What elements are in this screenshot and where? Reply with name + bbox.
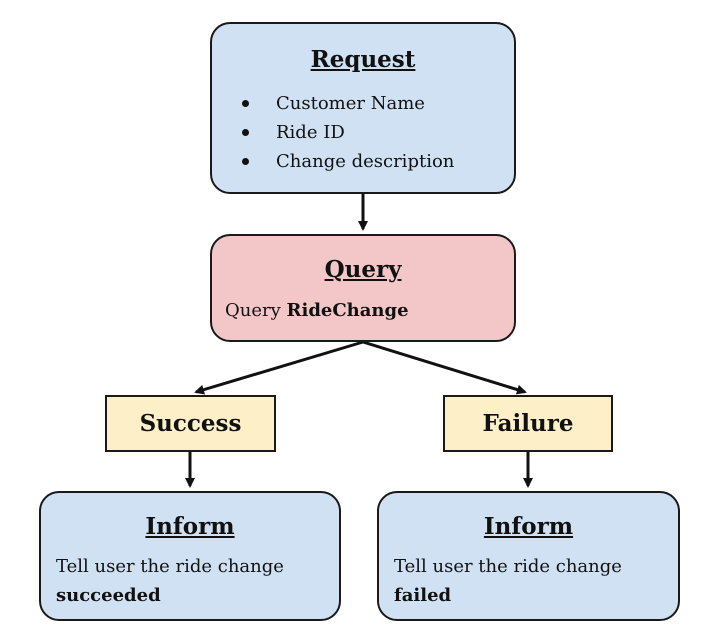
inform-failure-node: Inform Tell user the ride change failed — [377, 491, 680, 621]
request-item-change-description: Change description — [242, 147, 514, 176]
request-title: Request — [310, 46, 416, 73]
inform-failure-title: Inform — [483, 513, 574, 540]
inform-failure-outcome: failed — [394, 585, 452, 606]
request-node: Request Customer Name Ride ID Change des… — [210, 22, 516, 194]
query-prefix: Query — [225, 300, 281, 321]
query-name: RideChange — [286, 300, 409, 321]
request-item-list: Customer Name Ride ID Change description — [212, 89, 514, 176]
query-title: Query — [324, 256, 402, 283]
success-node: Success — [105, 395, 276, 452]
arrow-query-to-failure — [362, 340, 527, 395]
inform-success-text: Tell user the ride change succeeded — [56, 552, 339, 610]
inform-success-line: Tell user the ride change — [56, 556, 284, 577]
request-item-customer-name: Customer Name — [242, 89, 514, 118]
arrow-query-to-success — [194, 340, 364, 395]
inform-success-outcome: succeeded — [56, 585, 161, 606]
inform-failure-line: Tell user the ride change — [394, 556, 622, 577]
inform-success-title: Inform — [145, 513, 235, 540]
query-description: Query RideChange — [225, 297, 514, 324]
failure-node: Failure — [443, 395, 613, 452]
query-node: Query Query RideChange — [210, 234, 516, 342]
inform-failure-text: Tell user the ride change failed — [394, 552, 678, 610]
inform-success-node: Inform Tell user the ride change succeed… — [39, 491, 341, 621]
request-item-ride-id: Ride ID — [242, 118, 514, 147]
